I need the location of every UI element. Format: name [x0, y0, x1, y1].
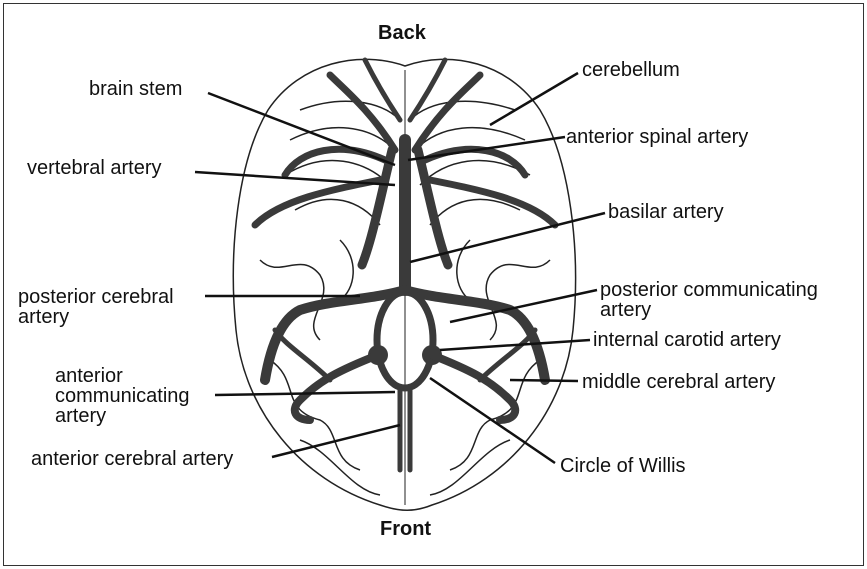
label-middle-cerebral-artery: middle cerebral artery — [582, 372, 775, 392]
label-posterior-cerebral-line1: posterior cerebral — [18, 287, 174, 307]
label-posterior-communicating-line1: posterior communicating — [600, 280, 818, 300]
label-anterior-communicating-line1: anterior — [55, 366, 123, 386]
diagram-title-back: Back — [378, 22, 426, 45]
label-anterior-communicating-line2: communicating — [55, 386, 190, 406]
label-anterior-cerebral-artery: anterior cerebral artery — [31, 449, 233, 469]
label-vertebral-artery: vertebral artery — [27, 158, 162, 178]
label-internal-carotid-artery: internal carotid artery — [593, 330, 781, 350]
label-posterior-cerebral-line2: artery — [18, 307, 69, 327]
label-cerebellum: cerebellum — [582, 60, 680, 80]
label-circle-of-willis: Circle of Willis — [560, 456, 686, 476]
label-anterior-communicating-line3: artery — [55, 406, 106, 426]
label-basilar-artery: basilar artery — [608, 202, 724, 222]
label-anterior-spinal-artery: anterior spinal artery — [566, 127, 748, 147]
label-brain-stem: brain stem — [89, 79, 182, 99]
diagram-title-front: Front — [380, 518, 431, 541]
label-posterior-communicating-line2: artery — [600, 300, 651, 320]
